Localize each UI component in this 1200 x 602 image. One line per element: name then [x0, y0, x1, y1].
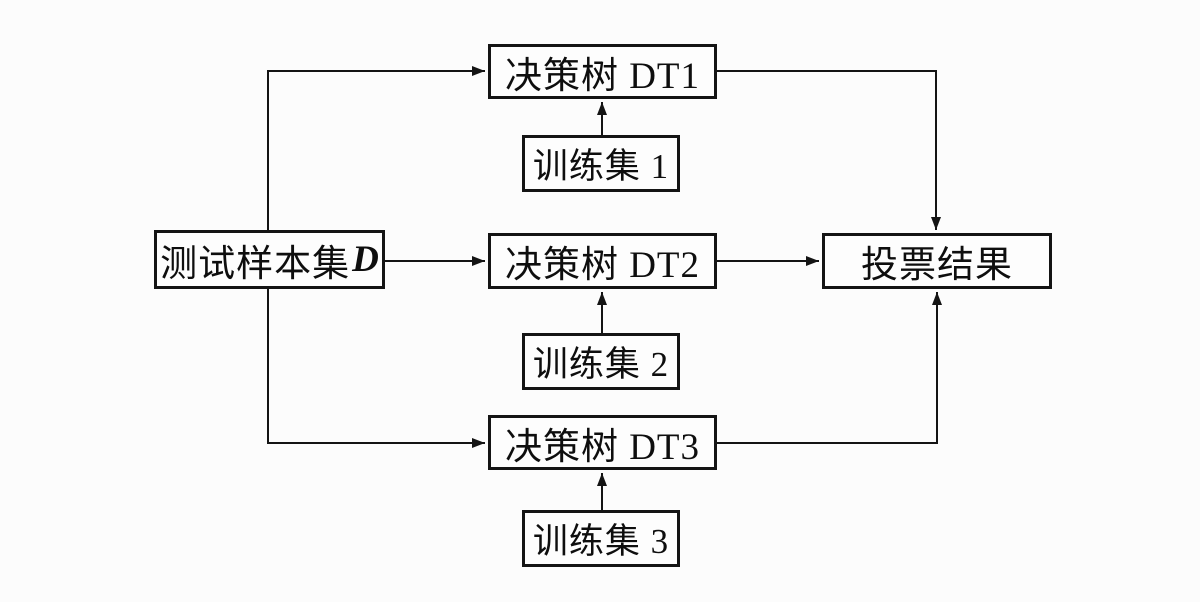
- node-decision-tree-3-label: 决策树 DT3: [504, 426, 701, 468]
- node-training-set-1: 训练集 1: [522, 135, 680, 192]
- node-training-set-1-label: 训练集 1: [532, 147, 670, 186]
- node-decision-tree-2-label: 决策树 DT2: [504, 245, 701, 286]
- node-test-sample-set-variable: D: [352, 239, 379, 280]
- edge-dt3-vote: [717, 292, 942, 444]
- node-voting-result: 投票结果: [822, 233, 1052, 289]
- node-decision-tree-1: 决策树 DT1: [488, 44, 717, 99]
- node-decision-tree-3: 决策树 DT3: [488, 415, 717, 470]
- edge-test-dt3: [267, 289, 485, 448]
- edge-test-dt1: [267, 66, 485, 230]
- node-decision-tree-2: 决策树 DT2: [488, 233, 717, 289]
- node-decision-tree-1-label: 决策树 DT1: [504, 55, 701, 97]
- node-training-set-2-label: 训练集 2: [532, 345, 670, 384]
- node-training-set-3: 训练集 3: [522, 510, 680, 567]
- node-training-set-2: 训练集 2: [522, 333, 680, 390]
- node-training-set-3-label: 训练集 3: [532, 522, 670, 561]
- edge-dt1-vote: [717, 70, 941, 230]
- node-voting-result-label: 投票结果: [861, 245, 1013, 286]
- node-test-sample-set-label: 测试样本集: [160, 243, 351, 285]
